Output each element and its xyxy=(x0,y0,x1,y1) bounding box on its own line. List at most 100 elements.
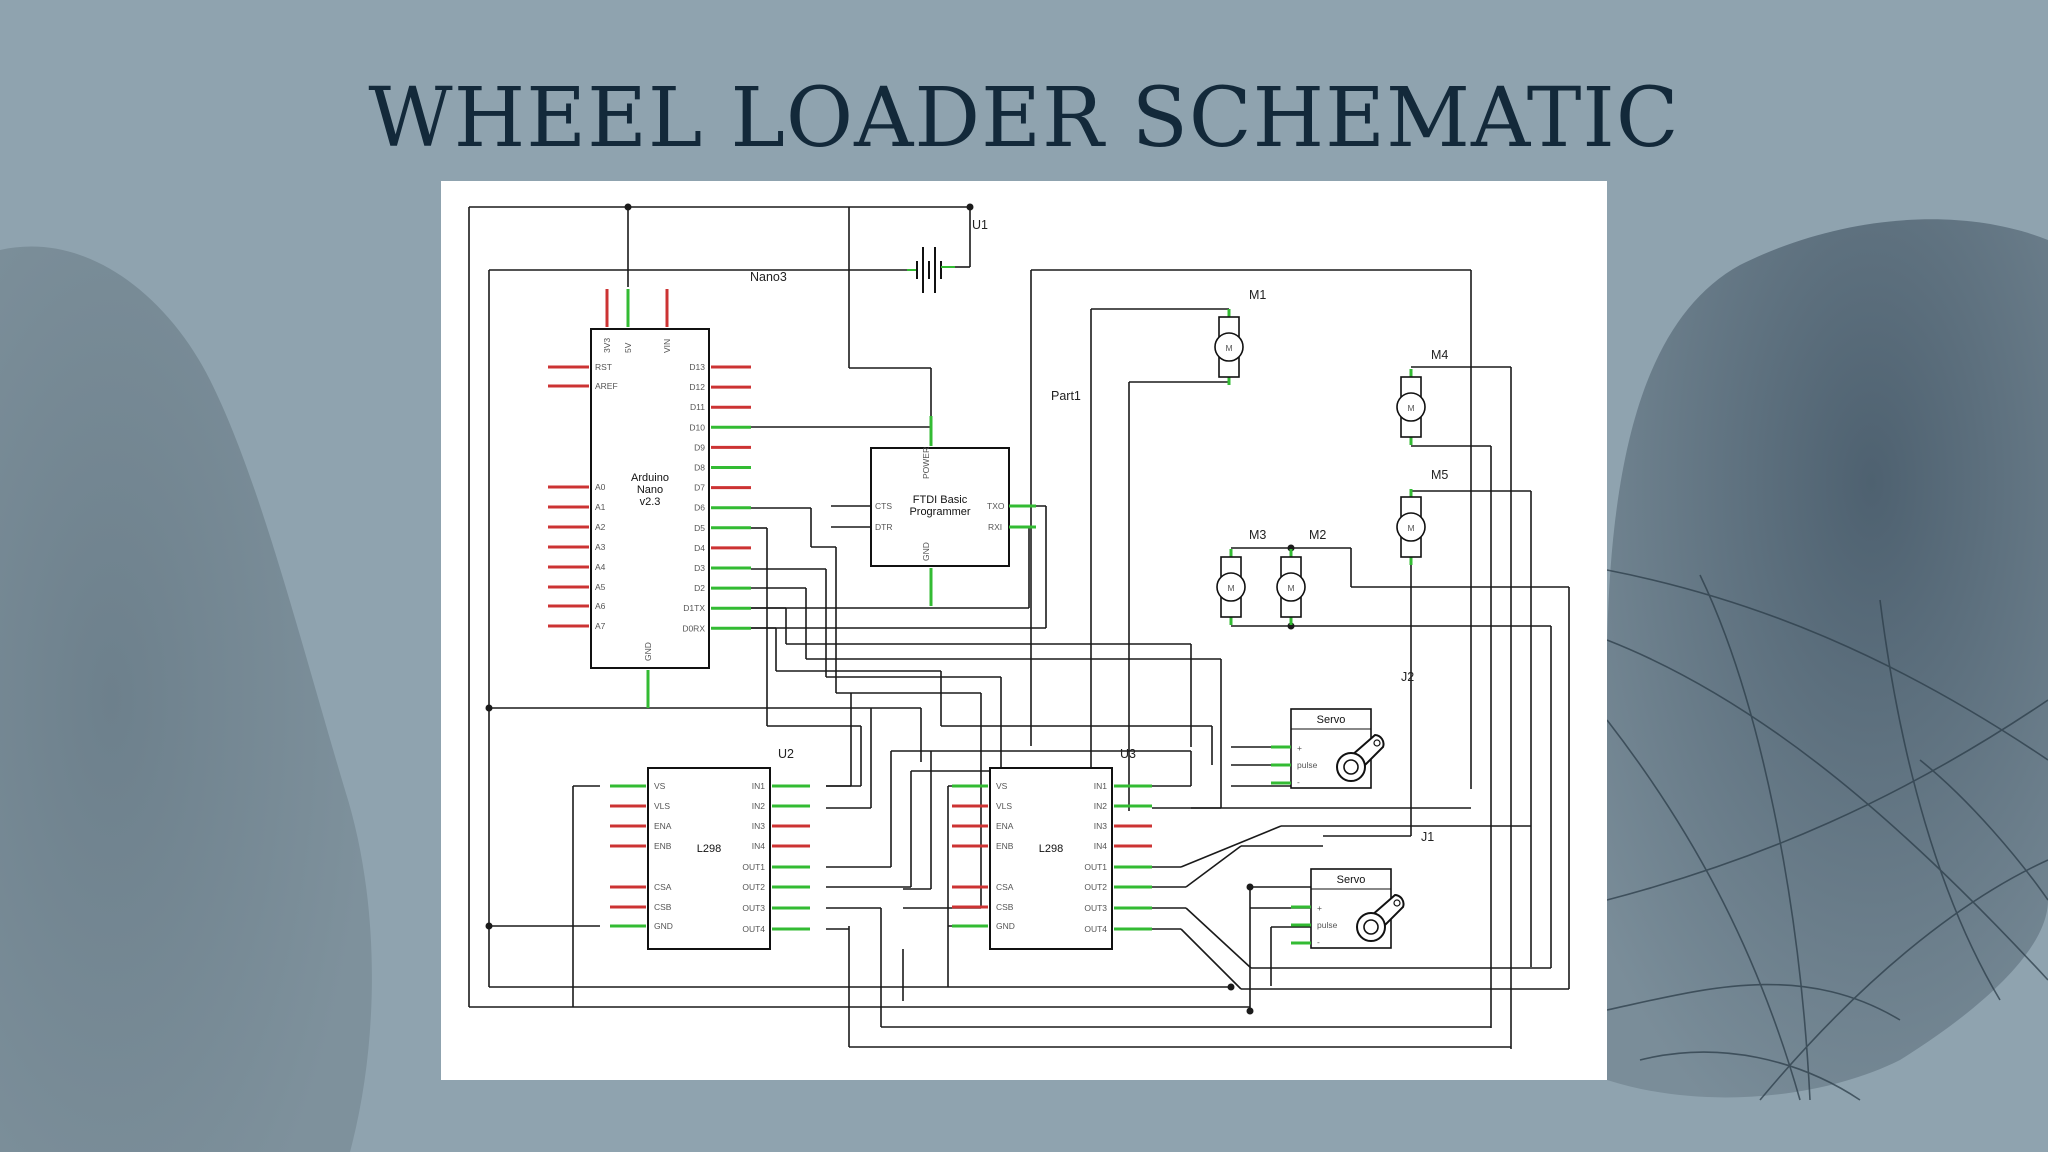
l298-pin-label: OUT2 xyxy=(742,882,765,892)
l298-pin-label: IN1 xyxy=(1094,781,1108,791)
nano-pin-label: A5 xyxy=(595,582,606,592)
l298-pin-label: VLS xyxy=(654,801,670,811)
servo-minus: - xyxy=(1317,937,1320,947)
nano-pin-label: RST xyxy=(595,362,612,372)
servo-ref: J2 xyxy=(1401,670,1414,684)
l298-pin-label: ENB xyxy=(996,841,1014,851)
motor-m4: MM4 xyxy=(1396,348,1448,445)
l298-pin-label: OUT4 xyxy=(742,924,765,934)
ftdi-name-2: Programmer xyxy=(909,506,970,518)
ftdi-pin-cts: CTS xyxy=(875,501,892,511)
l298-body xyxy=(647,767,771,950)
nano-pin-label: A6 xyxy=(595,601,606,611)
l298-driver-u2: L298U2VSVLSENAENBCSACSBGNDIN1IN2IN3IN4OU… xyxy=(610,747,810,950)
ftdi-ref: Part1 xyxy=(1051,389,1081,403)
motor-symbol: M xyxy=(1407,403,1414,413)
wire-network xyxy=(468,206,1570,1049)
nano-pin-label: A4 xyxy=(595,562,606,572)
nano-pin-label: AREF xyxy=(595,381,618,391)
right-blob-shape xyxy=(1607,219,2048,1098)
nano-top-pins xyxy=(605,289,669,327)
nano-pin-label: D13 xyxy=(689,362,705,372)
nano-pin-label: D10 xyxy=(689,422,705,432)
l298-pin-label: VS xyxy=(996,781,1008,791)
l298-pin-label: CSB xyxy=(996,902,1014,912)
l298-name: L298 xyxy=(1039,843,1063,855)
nano-net-label: Nano3 xyxy=(750,270,787,284)
motor-m2: MM2 xyxy=(1276,528,1326,625)
right-line-decoration xyxy=(1606,569,2048,1101)
l298-pin-label: OUT1 xyxy=(742,862,765,872)
battery-symbol xyxy=(907,247,955,293)
motor-symbol: M xyxy=(1227,583,1234,593)
l298-pin-label: OUT2 xyxy=(1084,882,1107,892)
motor-ref: M1 xyxy=(1249,288,1266,302)
servo-plus: + xyxy=(1317,903,1322,913)
nano-pin-label: D0RX xyxy=(682,623,705,633)
left-blob-shape xyxy=(0,246,372,1152)
nano-pin-label: D4 xyxy=(694,543,705,553)
l298-pin-label: VLS xyxy=(996,801,1012,811)
arduino-nano: Arduino Nano v2.3 RSTAREFA0A1A2A3A4A5A6A… xyxy=(548,289,751,708)
servo-ref: J1 xyxy=(1421,830,1434,844)
nano-pin-label: D3 xyxy=(694,563,705,573)
nano-pin-label: D8 xyxy=(694,463,705,473)
l298-pin-label: ENA xyxy=(654,821,672,831)
motor-ref: M5 xyxy=(1431,468,1448,482)
l298-pin-label: IN2 xyxy=(752,801,766,811)
circuit-diagram: U1 Nano3 Arduino Nano v2.3 RSTAREFA0A1A2… xyxy=(468,203,1570,1049)
battery-ref: U1 xyxy=(972,218,988,232)
l298-pin-label: IN1 xyxy=(752,781,766,791)
l298-pin-label: GND xyxy=(654,921,673,931)
l298-pin-label: GND xyxy=(996,921,1015,931)
junction-dots xyxy=(485,203,1295,1015)
l298-pin-label: OUT1 xyxy=(1084,862,1107,872)
servo-name: Servo xyxy=(1317,714,1346,726)
servo-pulse: pulse xyxy=(1297,760,1318,770)
motor-symbol: M xyxy=(1287,583,1294,593)
nano-top-pin-label: VIN xyxy=(662,339,672,353)
l298-ref: U3 xyxy=(1120,747,1136,761)
nano-gnd-label: GND xyxy=(643,642,653,661)
nano-pin-label: D6 xyxy=(694,503,705,513)
slide-title: WHEEL LOADER SCHEMATIC xyxy=(368,71,1680,166)
l298-pin-label: VS xyxy=(654,781,666,791)
nano-pin-label: D5 xyxy=(694,523,705,533)
nano-pin-label: D11 xyxy=(690,402,705,412)
l298-pin-label: IN2 xyxy=(1094,801,1108,811)
nano-pin-label: D9 xyxy=(694,442,705,452)
l298-ref: U2 xyxy=(778,747,794,761)
nano-pin-label: A0 xyxy=(595,482,606,492)
motor-symbol: M xyxy=(1225,343,1232,353)
nano-name-3: v2.3 xyxy=(640,496,661,508)
motor-m3: M M3 xyxy=(1216,528,1266,625)
nano-pin-label: D2 xyxy=(694,583,705,593)
l298-pin-label: IN4 xyxy=(752,841,766,851)
ftdi-pin-gnd: GND xyxy=(921,542,931,561)
ftdi-programmer: FTDI Basic Programmer CTS DTR TXO RXI PO… xyxy=(870,416,1036,606)
l298-body xyxy=(989,767,1113,950)
ftdi-pin-power: POWER xyxy=(921,447,931,479)
nano-pin-label: D12 xyxy=(689,382,705,392)
l298-pin-label: IN3 xyxy=(752,821,766,831)
nano-pin-label: D7 xyxy=(694,483,705,493)
l298-pin-label: CSA xyxy=(654,882,672,892)
nano-name-2: Nano xyxy=(637,484,663,496)
l298-pin-label: OUT3 xyxy=(1084,903,1107,913)
servo-name: Servo xyxy=(1337,874,1366,886)
ftdi-pin-dtr: DTR xyxy=(875,522,892,532)
ftdi-pin-txo: TXO xyxy=(987,501,1005,511)
nano-pin-label: A2 xyxy=(595,522,606,532)
l298-pin-label: OUT3 xyxy=(742,903,765,913)
l298-pin-label: OUT4 xyxy=(1084,924,1107,934)
motor-ref: M3 xyxy=(1249,528,1266,542)
l298-pin-label: CSB xyxy=(654,902,672,912)
servo-minus: - xyxy=(1297,777,1300,787)
nano-top-pin-label: 5V xyxy=(623,342,633,353)
l298-pin-label: IN4 xyxy=(1094,841,1108,851)
l298-name: L298 xyxy=(697,843,721,855)
